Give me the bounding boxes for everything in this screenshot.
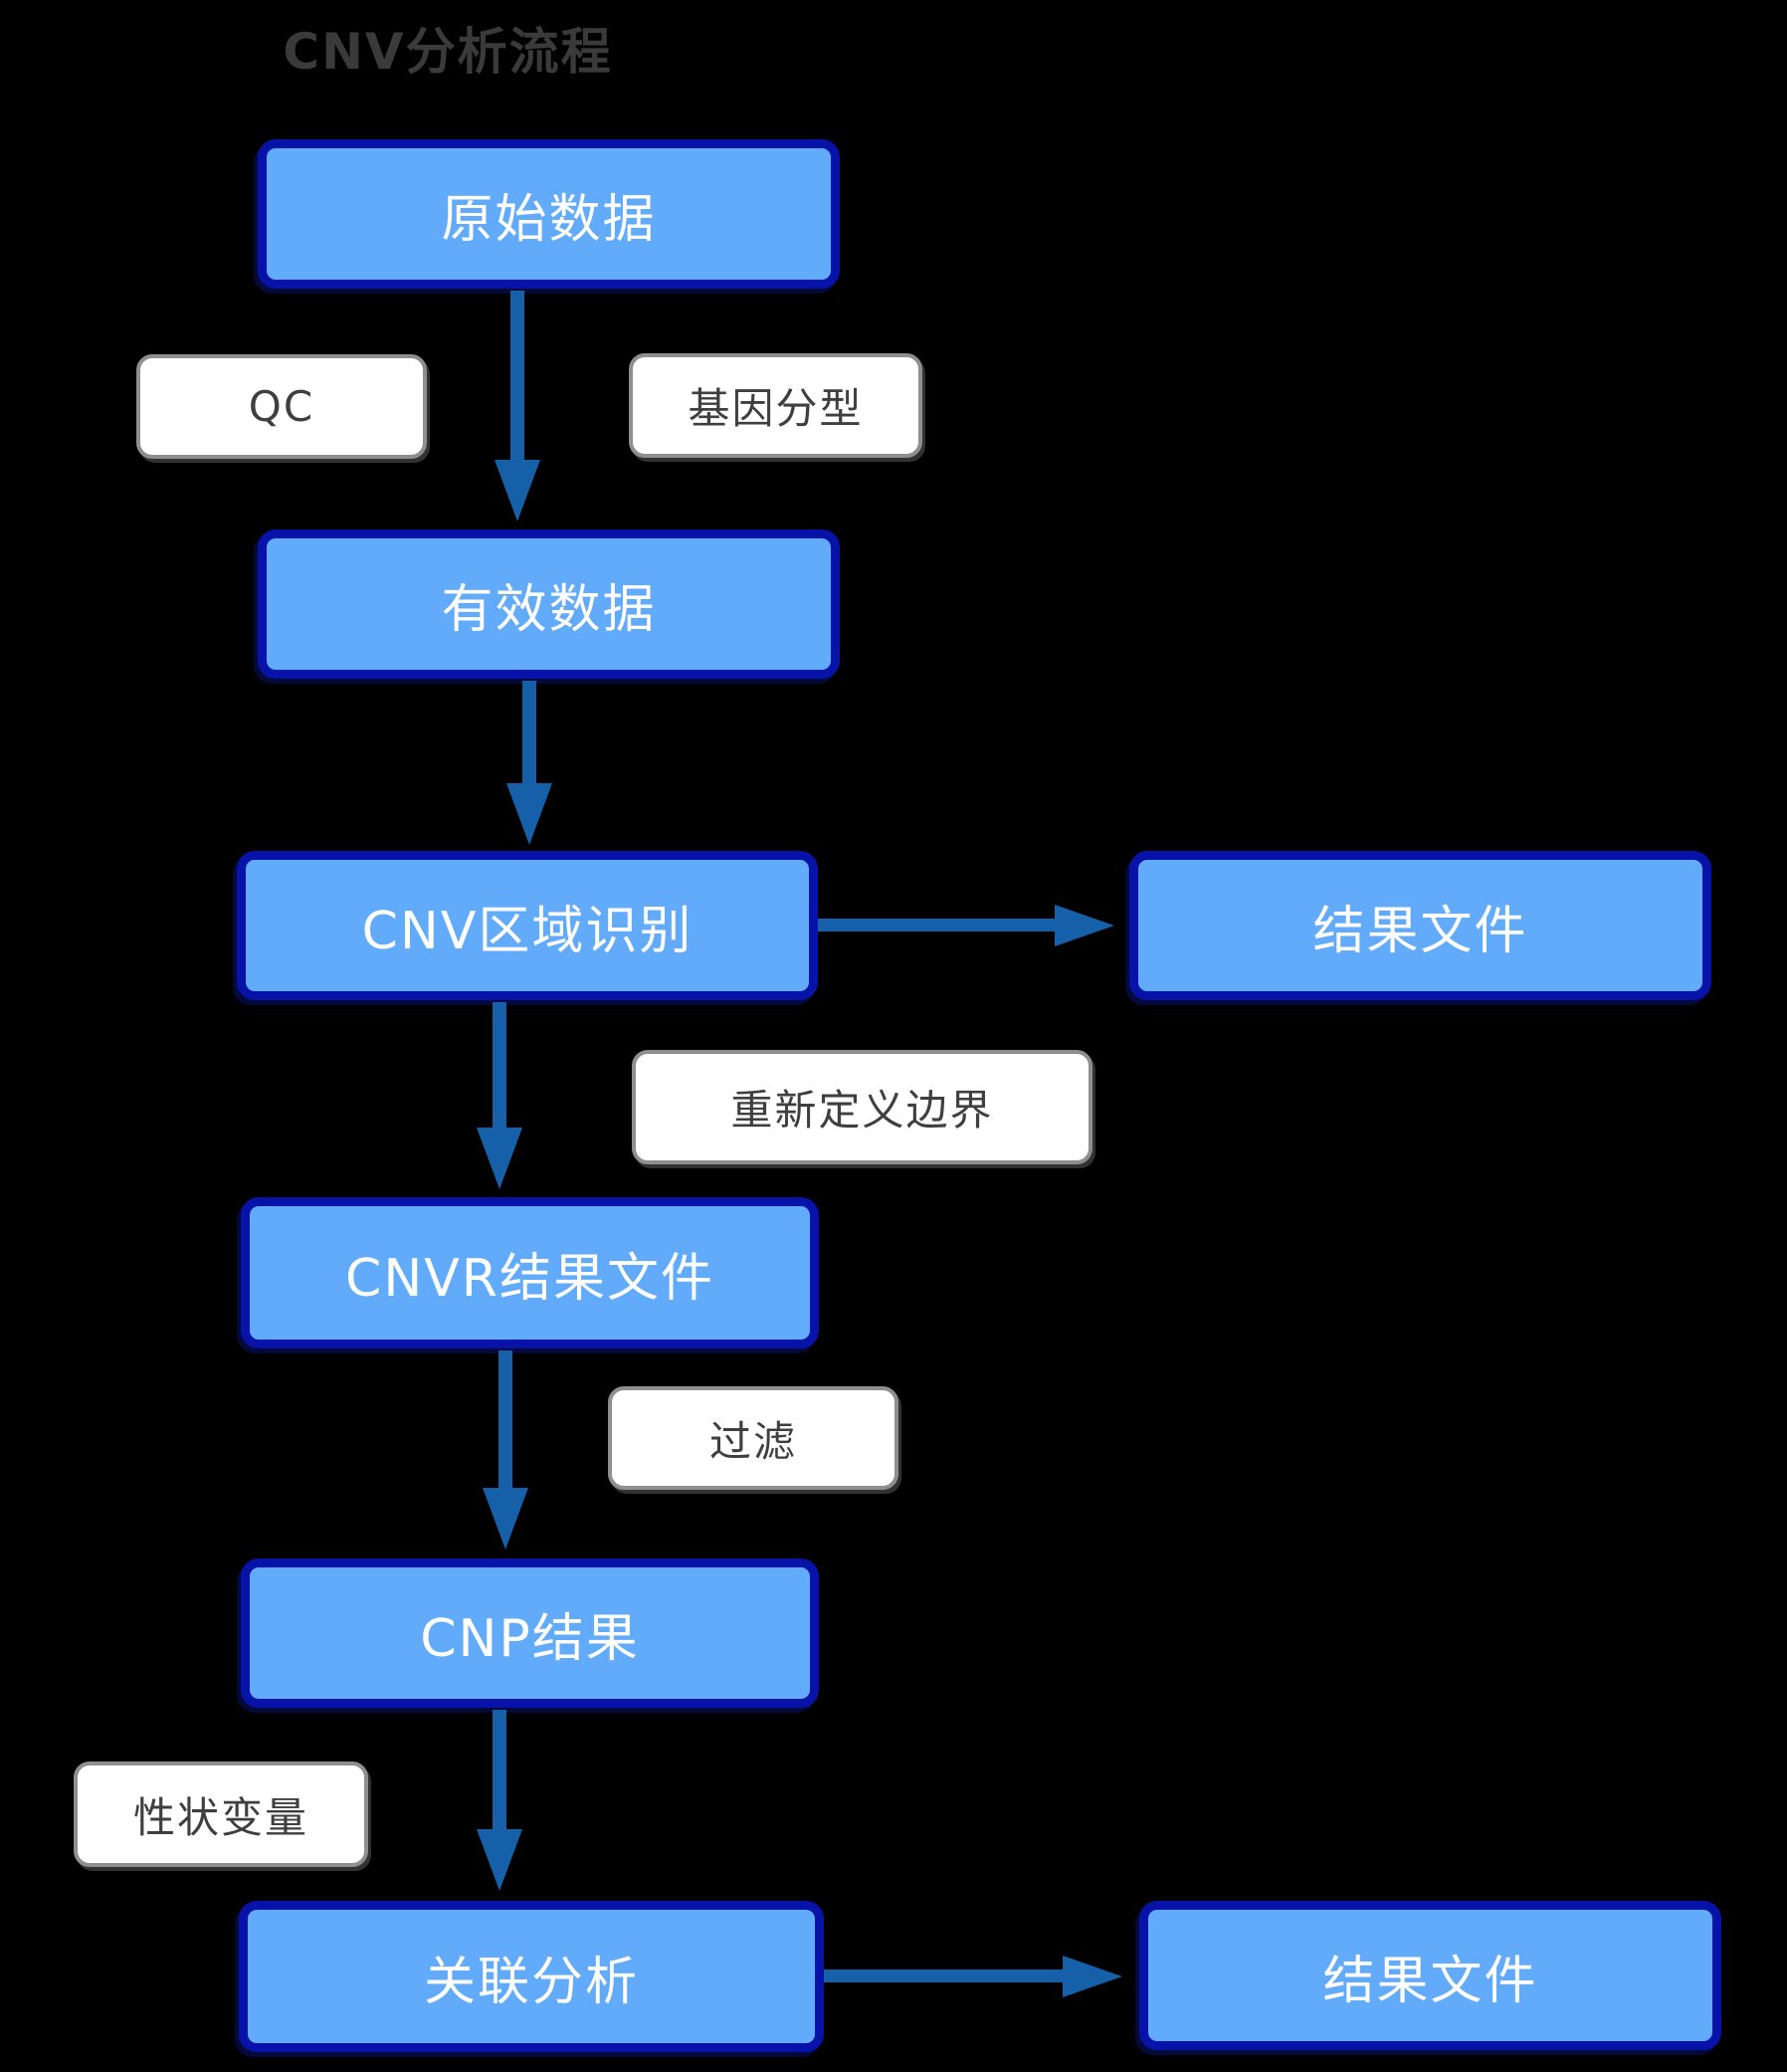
node-cnv-region-label: CNV区域识别 <box>361 901 694 961</box>
node-result-file-2: 结果文件 <box>1139 1901 1721 2050</box>
node-cnp-result-label: CNP结果 <box>420 1608 640 1669</box>
note-qc-label: QC <box>248 382 315 431</box>
node-association: 关联分析 <box>239 1901 824 2052</box>
node-cnv-region: CNV区域识别 <box>237 851 818 1000</box>
node-result-file-1: 结果文件 <box>1129 851 1711 1000</box>
node-cnvr-result-label: CNVR结果文件 <box>345 1248 714 1309</box>
note-genotyping: 基因分型 <box>629 353 922 458</box>
node-valid-data: 有效数据 <box>258 529 840 679</box>
node-cnvr-result: CNVR结果文件 <box>241 1197 819 1348</box>
note-qc: QC <box>136 354 427 459</box>
node-raw-data: 原始数据 <box>258 139 840 289</box>
node-result-file-1-label: 结果文件 <box>1312 901 1528 961</box>
node-raw-data-label: 原始数据 <box>441 189 657 250</box>
note-trait-variable: 性状变量 <box>74 1761 368 1867</box>
note-trait-variable-label: 性状变量 <box>132 1792 308 1842</box>
node-association-label: 关联分析 <box>423 1952 639 2012</box>
note-genotyping-label: 基因分型 <box>688 384 864 433</box>
note-filter: 过滤 <box>608 1386 898 1490</box>
note-redefine-boundary-label: 重新定义边界 <box>730 1086 994 1135</box>
note-filter-label: 过滤 <box>708 1416 797 1466</box>
node-cnp-result: CNP结果 <box>241 1558 819 1708</box>
flowchart-title: CNV分析流程 <box>283 23 613 81</box>
note-redefine-boundary: 重新定义边界 <box>632 1050 1092 1164</box>
node-result-file-2-label: 结果文件 <box>1322 1951 1538 2011</box>
node-valid-data-label: 有效数据 <box>441 579 657 640</box>
